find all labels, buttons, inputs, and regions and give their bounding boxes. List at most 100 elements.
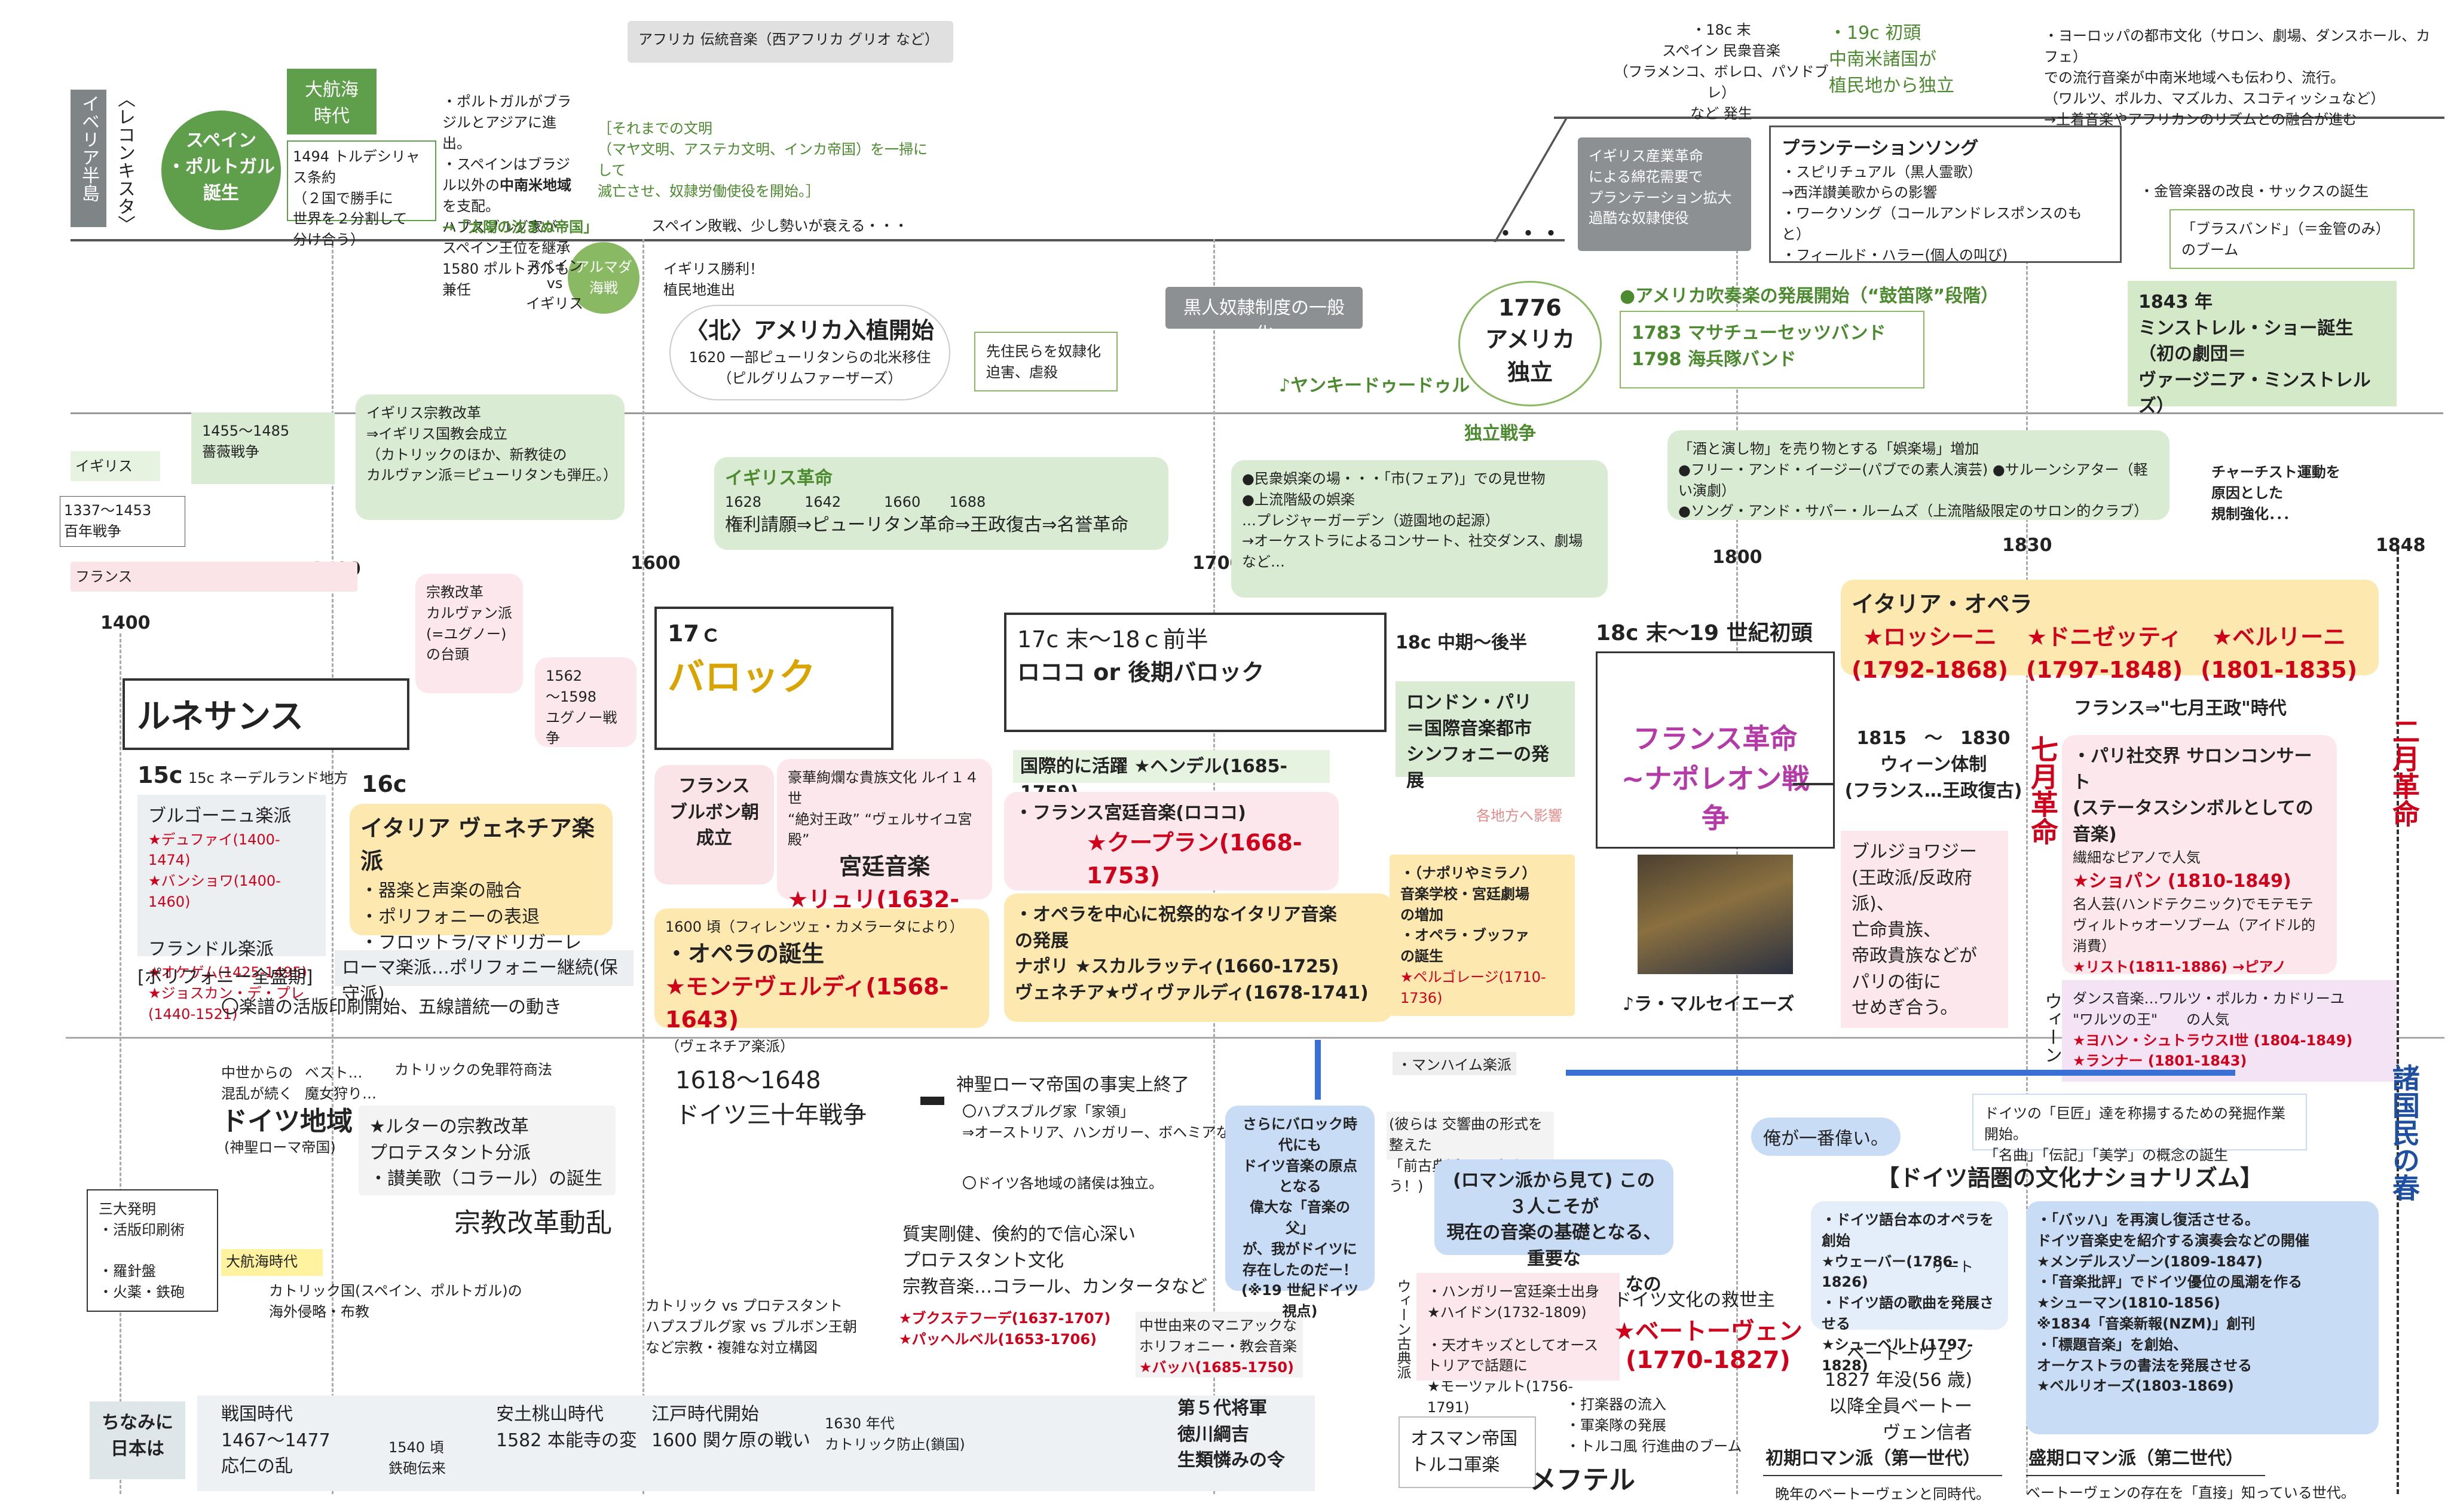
rome-box: ローマ楽派…ポリフォニー継続(保守派) [335, 950, 634, 1005]
thirty-years: 1618～1648 ドイツ三十年戦争 [675, 1067, 867, 1129]
regional-note: 各地方へ影響 [1476, 807, 1562, 824]
england-label: イギリス [71, 451, 160, 481]
year-line-1600 [642, 239, 644, 1494]
vienna-label: ウィーン [2041, 992, 2062, 1064]
eng-reform-box: イギリス宗教改革 ⇒イギリス国教会成立 （カトリックのほか、新教徒の カルヴァン… [356, 394, 625, 520]
timeline-line-upper [71, 239, 1565, 241]
japan-row: 戦国時代 1467～1477 応仁の乱 1540 頃 鉄砲伝来 安土桃山時代 1… [197, 1395, 1315, 1491]
mehter-note: ・打楽器の流入 ・軍楽隊の発展 ・トルコ風 行進曲のブーム [1566, 1396, 1742, 1455]
year-line-1830 [2026, 239, 2028, 1494]
opera-birth-box: 1600 頃（フィレンツェ・カメラータにより）・オペラの誕生★モンテヴェルディ(… [654, 908, 989, 1055]
year-line-1400 [120, 633, 121, 1494]
pachelbel-box: ★ブクステフーデ(1637-1707) ★パッヘルベル(1653-1706) [896, 1306, 1118, 1354]
renaissance-title: ルネサンス [123, 678, 409, 750]
catholic-note: カトリック国(スペイン、ポルトガル)の 海外侵略・布教 [269, 1283, 522, 1320]
europe-city: ・ヨーロッパの都市文化（サロン、劇場、ダンスホール、カフェ） での流行音楽が中南… [2044, 27, 2431, 128]
handel-box: 国際的に活躍 ★ヘンデル(1685-1759) [1013, 750, 1330, 803]
roman-late-label: 盛期ロマン派（第二世代） [2026, 1443, 2265, 1476]
calvin-box: 宗教改革 カルヴァン派 (=ユグノー) の台頭 [415, 574, 523, 693]
armada-circle: アルマダ 海戦 [568, 242, 639, 314]
it-opera-box: イタリア・オペラ★ロッシーニ (1792-1868)★ドニゼッティ (1797-… [1841, 580, 2379, 683]
mid18-label: 18c 中期～後半 [1396, 632, 1527, 653]
luther-box: ★ルターの宗教改革 プロテスタント分派 ・讃美歌（コラール）の誕生 [359, 1106, 616, 1195]
revolution-box: フランス革命 ~ナポレオン戦争 [1596, 651, 1835, 849]
roses-box: 1455～1485 薔薇戦争 [191, 412, 335, 484]
japan-label: ちなみに 日本は [90, 1401, 185, 1479]
year-line-1500 [332, 239, 333, 1494]
court-box: 豪華絢爛な貴族文化 ルイ１４世 “絶対王政” “ヴェルサイユ宮殿”宮廷音楽★リュ… [777, 759, 992, 945]
arrow-blue-horizontal [1566, 1070, 2235, 1076]
german-nationalism: 【ドイツ語圏の文化ナショナリズム】 [1877, 1165, 2263, 1191]
bourgeois-box: ブルジョワジー (王政派/反政府派)、 亡命貴族、 帝政貴族などが パリの街に … [1841, 831, 2008, 1028]
england-win: イギリス勝利！ 植民地進出 [663, 261, 764, 298]
spain-vs: スペイン vs イギリス [526, 258, 583, 312]
vienna-system: 1815 ～ 1830 ウィーン体制 (フランス…王政復古) [1844, 728, 2022, 801]
c18-19-label: 18c 末～19 世紀初頭 [1596, 621, 1813, 645]
indep-war: 独立戦争 [1464, 423, 1536, 444]
year-1830: 1830 [2002, 535, 2052, 556]
roman-early-note: 晩年のベートーヴェンと同時代。 [1775, 1486, 1990, 1502]
venezia-box: イタリア ヴェネチア楽派・器楽と声楽の融合 ・ポリフォニーの表退 ・フロットラ/… [350, 804, 613, 953]
arrow-to-bourgeois [1315, 1040, 1321, 1100]
germany-title: ドイツ地域 [221, 1106, 353, 1137]
year-1600: 1600 [631, 553, 681, 574]
beethoven-name: ★ベートーヴェン (1770-1827) [1614, 1318, 1803, 1374]
salon-box: ・パリ社交界 サロンコンサート (ステータスシンボルとしての音楽)繊細なピアノで… [2062, 735, 2337, 1017]
buffa-box: ・（ナポリやミラノ） 音楽学校・宮廷劇場 の増加 ・オペラ・ブッファ の誕生★ペ… [1390, 855, 1575, 1016]
haydn-mozart-box: ・ハンガリー宮廷楽士出身 ★ハイドン(1732-1809)・天才キッズとしてオー… [1416, 1273, 1620, 1416]
indulgence-note: カトリックの免罪符商法 [394, 1061, 552, 1078]
gorakujo-box: 「酒と演し物」を売り物とする「娯楽場」増加 ●フリー・アンド・イージー(パブでの… [1667, 430, 2169, 520]
bands-box: 1783 マサチューセッツバンド 1798 海兵隊バンド [1620, 311, 1924, 388]
opera-it-box: ・オペラを中心に祝祭的なイタリア音楽 の発展ナポリ ★スカルラッティ(1660-… [1004, 893, 1393, 1022]
reform-ripple: 宗教改革動乱 [454, 1208, 612, 1238]
liberty-painting [1638, 855, 1793, 974]
portugal-note: ・ポルトガルがブラジルとアジアに進出。 ・スペインはブラジル以外の中南米地域を支… [442, 93, 571, 298]
beethoven-death: ベートーヴェン 1827 年没(56 歳) 以降全員ベートーヴェン信者 [1824, 1343, 1972, 1443]
mannheim-label: ・マンハイム楽派 [1393, 1052, 1517, 1075]
year-1848: 1848 [2376, 535, 2426, 556]
marseillaise: ♪ラ・マルセイエーズ [1623, 994, 1795, 1015]
year-line-1848 [2397, 550, 2399, 1494]
spain-folk: ・18c 末 スペイン 民衆音楽 （フラメンコ、ボレロ、パソドブレ） など 発生 [1614, 22, 1829, 122]
natives-box: 先住民らを奴隷化 迫害、虐殺 [974, 332, 1118, 391]
lied-note: リート [1930, 1259, 1973, 1275]
best-note: ベスト… 魔女狩り… [305, 1064, 377, 1102]
waltz-box: ダンス音楽…ワルツ・ポルカ・カドリーユ "ワルツの王" の人気★ヨハン・シュトラ… [2062, 980, 2397, 1082]
vienna-classic-label: ウィーン古典派 [1394, 1279, 1411, 1379]
arrow-1 [1793, 783, 1835, 785]
edo: 江戸時代開始 1600 関ケ原の戦い [651, 1404, 810, 1451]
weber-box: ・ドイツ語台本のオペラを創始 ★ウェーバー(1786-1826) ・ドイツ語の歌… [1811, 1201, 2008, 1374]
roman-late-note: ベートーヴェンの存在を「直接」知っている世代。 [2026, 1485, 2355, 1501]
treaty-box: 1494 トルデシリャス条約 （２国で勝手に 世界を２分割して 分け合う） [287, 140, 436, 248]
bach-box: 中世由来のマニアックな ホリフォニー・教会音楽★バッハ(1685-1750) [1136, 1312, 1303, 1378]
wind-start: ●アメリカ吹奏楽の発展開始（“鼓笛隊”段階） [1620, 286, 1999, 307]
yankee-doodle: ♪ヤンキードゥードゥル [1279, 375, 1470, 396]
timeline-line-divider [66, 1037, 2444, 1039]
kaiho-note: 中世からの 混乱が続く [221, 1064, 293, 1102]
mehter-label: メフテル [1530, 1465, 1635, 1495]
printing-note: 〇楽譜の活版印刷開始、五線譜統一の動き [221, 997, 562, 1018]
industrial-box: イギリス産業革命 による綿花需要で プランテーション拡大 過酷な奴隷使役 [1578, 137, 1751, 251]
year-1400: 1400 [100, 613, 151, 633]
daikokai-box: 大航海 時代 [287, 69, 377, 134]
inventions-box: 三大発明 ・活版印刷術 ・羅針盤 ・火薬・鉄砲 [87, 1189, 218, 1312]
daikokai-label: 大航海時代 [221, 1249, 323, 1276]
sengoku: 戦国時代 1467～1477 応仁の乱 [221, 1404, 331, 1477]
myth-box: ドイツの「巨匠」達を称揚するための発掘作業開始。 「名曲」「伝記」「美学」の概念… [1972, 1094, 2307, 1164]
chartism: チャーチスト運動を 原因とした 規制強化．．． [2211, 464, 2340, 522]
haydn-note: (彼らは 交響曲の形式を整えた 「前古典派」と呼ぼう！) [1387, 1112, 1554, 1195]
slavery-box: 黒人奴隷制度の一般化 [1165, 287, 1363, 345]
reconquista-label: 〈レコンキスタ〉 [114, 90, 135, 233]
azuchi: 安土桃山時代 1582 本能寺の変 [496, 1404, 637, 1451]
spring-of-nations: 諸国民の春 [2388, 1064, 2421, 1201]
iberia-label: イベリア半島 [71, 90, 106, 227]
year-1800: 1800 [1712, 547, 1762, 568]
burgundy-box: ブルゴーニュ楽派★デュファイ(1400-1474) ★バンショワ(1400-14… [137, 795, 326, 1023]
timeline-line-upper-right [1554, 117, 2444, 119]
latam-indep: ・19c 初頭 中南米諸国が 植民地から独立 [1829, 23, 1954, 96]
habsburg-note: 〇ハプスブルグ家「家領」 ⇒オーストリア、ハンガリー、ボヘミアなど [962, 1103, 1245, 1141]
sakoku: 1630 年代 カトリック防止(鎖国) [825, 1415, 965, 1453]
huguenot-box: 1562 ～1598 ユグノー戦争 [535, 657, 637, 747]
